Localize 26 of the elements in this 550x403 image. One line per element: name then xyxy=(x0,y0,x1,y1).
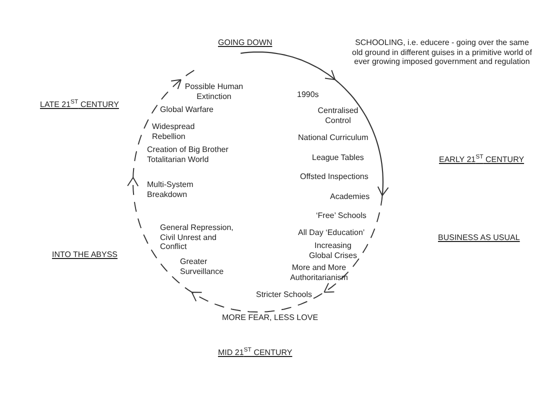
stage-label: ‘Free’ Schools xyxy=(316,211,366,220)
section-heading: GOING DOWN xyxy=(218,38,272,48)
stage-label: National Curriculum xyxy=(298,133,368,142)
stage-label: Greater Surveillance xyxy=(180,257,225,276)
period-heading: LATE 21$^{ST}$ CENTURY xyxy=(40,100,119,110)
stage-label: Global Warfare xyxy=(160,105,214,114)
period-heading: BUSINESS AS USUAL xyxy=(438,233,520,242)
stage-label: All Day ‘Education’ xyxy=(298,228,365,238)
stage-label: More and More Authoritarianism xyxy=(289,263,349,282)
period-heading: EARLY 21$^{ST}$ CENTURY xyxy=(439,155,524,164)
stage-label: Stricter Schools xyxy=(256,290,312,300)
stage-label: Possible Human Extinction xyxy=(184,82,244,101)
stage-label: General Repression, Civil Unrest and Conflict xyxy=(160,223,234,252)
period-heading: INTO THE ABYSS xyxy=(52,250,118,260)
stage-label: Centralised Control xyxy=(316,106,360,125)
stage-label: League Tables xyxy=(312,153,364,162)
stage-label: MORE FEAR, LESS LOVE xyxy=(222,313,318,322)
stage-label: 1990s xyxy=(297,90,319,100)
stage-label: Creation of Big Brother Totalitarian World xyxy=(147,145,229,164)
stage-label: Academies xyxy=(330,192,370,202)
stage-label: Multi-System Breakdown xyxy=(147,180,194,199)
period-heading: MID 21$^{ST}$ CENTURY xyxy=(218,348,292,358)
stage-label: Offsted Inspections xyxy=(300,172,368,182)
stage-label: Widespread Rebellion xyxy=(152,122,196,141)
stage-label: Increasing Global Crises xyxy=(308,241,358,260)
description-text: SCHOOLING, i.e. educere - going over the same old ground in different guises in a primitive world of ever growing imposed government and regulation xyxy=(352,38,532,66)
